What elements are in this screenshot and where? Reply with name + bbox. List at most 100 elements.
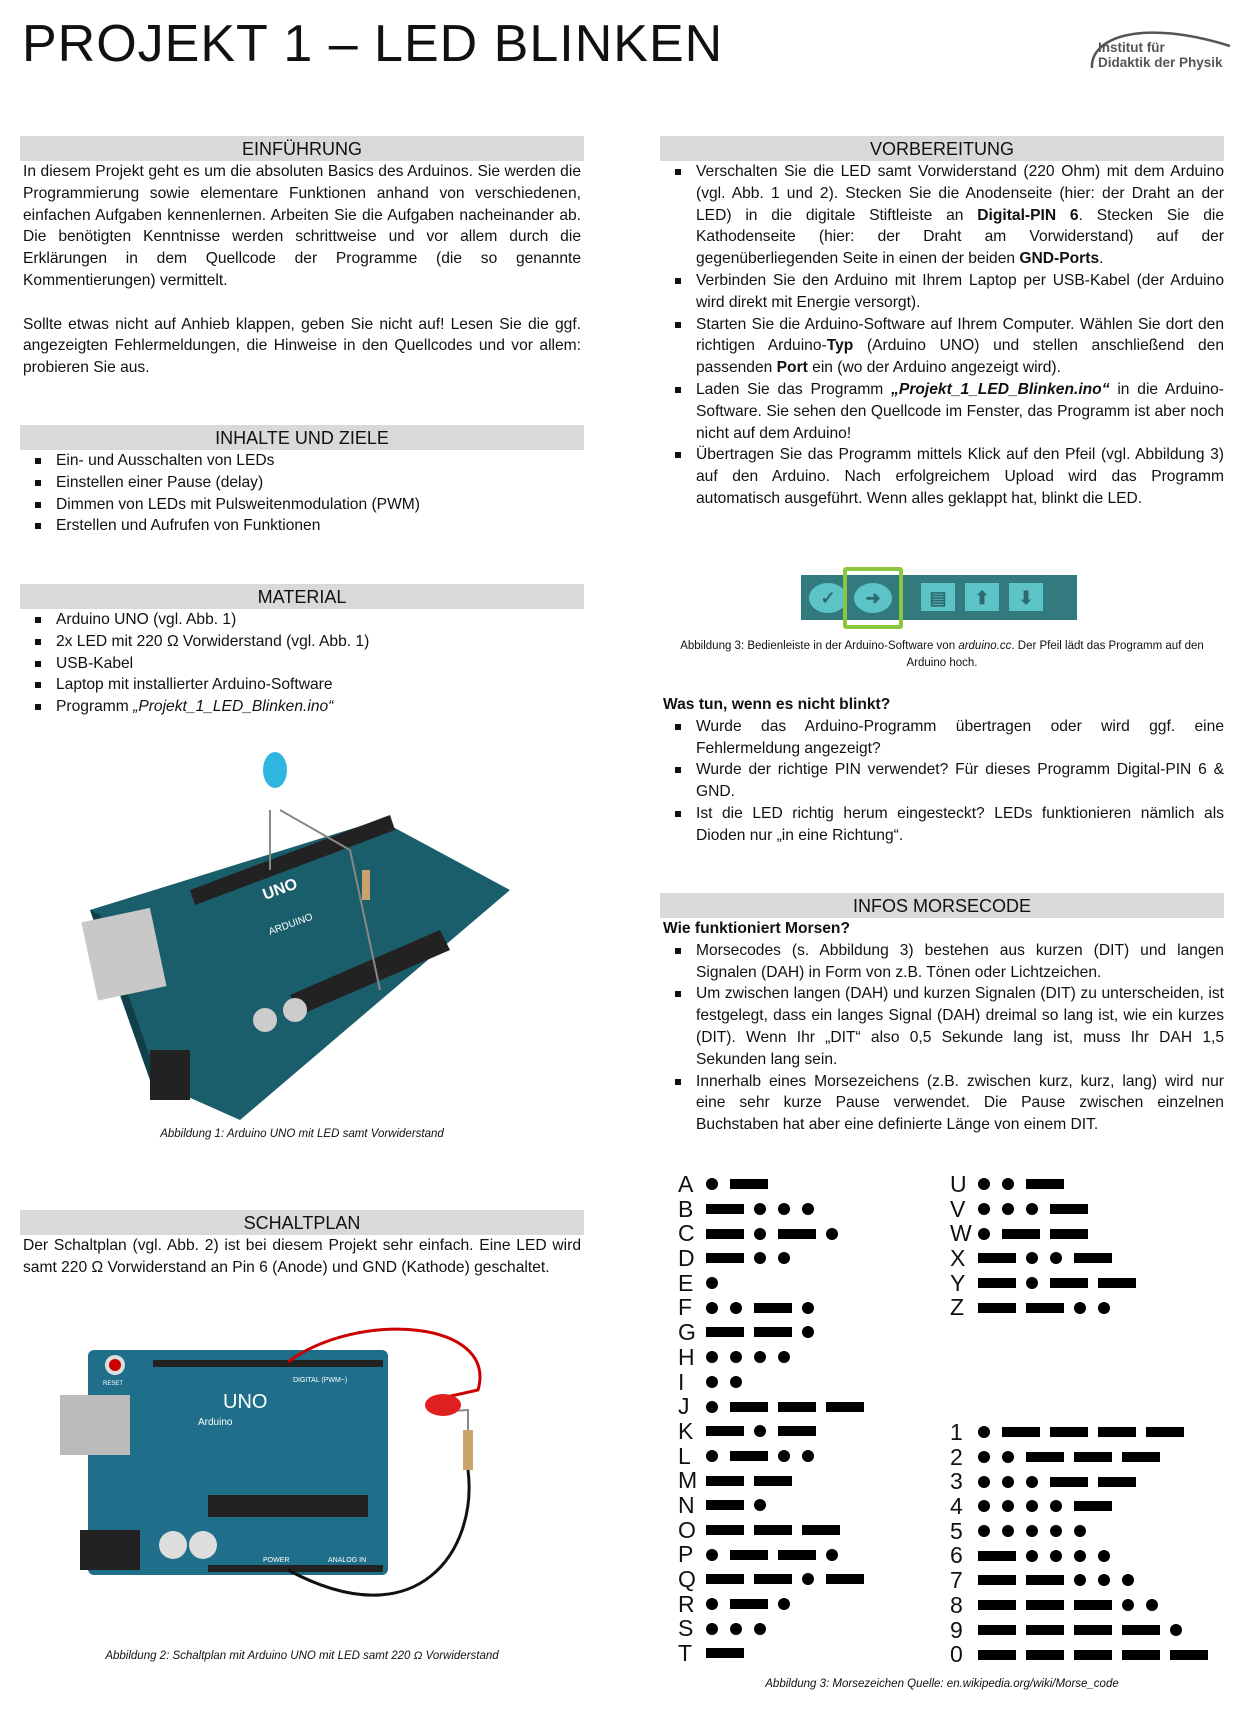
morse-character: 1: [950, 1419, 963, 1445]
figure-2-caption: Abbildung 2: Schaltplan mit Arduino UNO …: [105, 1650, 499, 1662]
morse-dah: [1050, 1228, 1088, 1239]
morse-dit: [706, 1449, 718, 1462]
morse-dit: [1002, 1525, 1014, 1538]
morse-dit: [1002, 1500, 1014, 1513]
section-troubleshooting: Was tun, wenn es nicht blinkt? Wurde das…: [660, 694, 1224, 847]
program-name: „Projekt_1_LED_Blinken.ino“: [133, 698, 334, 716]
morse-row: L: [678, 1442, 874, 1469]
morse-row: 8: [950, 1593, 1218, 1618]
morse-row: Q: [678, 1567, 874, 1592]
morse-dah: [778, 1426, 816, 1437]
morse-row: 4: [950, 1494, 1218, 1519]
list-item: Einstellen einer Pause (delay): [35, 472, 584, 494]
morse-row: 6: [950, 1543, 1218, 1568]
morse-character: G: [678, 1319, 696, 1346]
morse-row: P: [678, 1542, 874, 1567]
morse-dah: [1146, 1427, 1184, 1438]
list-item: Ist die LED richtig herum eingesteckt? L…: [675, 803, 1224, 847]
open-up-arrow-icon[interactable]: ⬆: [965, 583, 999, 611]
section-header: EINFÜHRUNG: [20, 136, 584, 161]
list-item: Innerhalb eines Morsezeichens (z.B. zwis…: [675, 1071, 1224, 1136]
section-header: MATERIAL: [20, 584, 584, 609]
morse-dit: [778, 1203, 790, 1216]
morse-character: O: [678, 1516, 696, 1543]
morse-dit: [1074, 1549, 1086, 1562]
morse-dit: [754, 1499, 766, 1512]
morse-dit: [706, 1178, 718, 1191]
upload-highlight-box: [843, 567, 903, 629]
list-item: Erstellen und Aufrufen von Funktionen: [35, 515, 584, 537]
morse-character: 2: [950, 1443, 963, 1470]
morse-dah: [754, 1475, 792, 1486]
morse-dah: [1170, 1649, 1208, 1660]
morse-character: L: [678, 1442, 691, 1469]
list-item: Ein- und Ausschalten von LEDs: [35, 450, 584, 472]
morse-row: 9: [950, 1617, 1218, 1643]
morse-dah: [1026, 1624, 1064, 1635]
morse-dit: [802, 1449, 814, 1462]
morse-character: J: [678, 1393, 690, 1420]
morse-dit: [730, 1375, 742, 1388]
morse-dah: [754, 1302, 792, 1313]
morse-dit: [1026, 1525, 1038, 1538]
morse-dah: [802, 1524, 840, 1535]
morse-dah: [706, 1524, 744, 1535]
intro-paragraph-2: Sollte etwas nicht auf Anhieb klappen, g…: [23, 315, 581, 377]
morse-dit: [1026, 1203, 1038, 1216]
logo-line1: Institut für: [1098, 40, 1165, 55]
morse-dit: [1026, 1277, 1038, 1290]
circuit-diagram: UNO Arduino DIGITAL (PWM~) POWER ANALOG …: [60, 1327, 482, 1597]
morse-character: A: [678, 1171, 694, 1197]
morse-row: A: [678, 1172, 874, 1197]
morse-dah: [706, 1228, 744, 1239]
morse-character: M: [678, 1467, 698, 1494]
morse-dah: [754, 1524, 792, 1535]
figure-3-caption: Abbildung 3: Bedienleiste in der Arduino…: [680, 640, 1204, 669]
morse-row: H: [678, 1345, 874, 1370]
morse-subtitle: Wie funktioniert Morsen?: [663, 920, 850, 937]
section-vorbereitung: VORBEREITUNG Verschalten Sie die LED sam…: [660, 136, 1224, 510]
digital-label: DIGITAL (PWM~): [293, 1377, 347, 1384]
morse-row: 2: [950, 1443, 1218, 1470]
verify-check-icon[interactable]: ✓: [809, 583, 847, 613]
morse-dah: [778, 1228, 816, 1239]
morse-character: 7: [950, 1567, 963, 1594]
save-down-arrow-icon[interactable]: ⬇: [1009, 583, 1043, 611]
morse-dit: [1074, 1525, 1086, 1538]
morse-character: F: [678, 1294, 693, 1321]
morse-dah: [1026, 1452, 1064, 1463]
morse-character: S: [678, 1615, 694, 1642]
morse-dah: [706, 1574, 744, 1585]
morse-row: T: [678, 1641, 874, 1666]
morse-dah: [706, 1327, 744, 1338]
morse-character: X: [950, 1245, 966, 1272]
list-item: Wurde das Arduino-Programm übertragen od…: [675, 716, 1224, 760]
section-inhalte: INHALTE UND ZIELE Ein- und Ausschalten v…: [20, 425, 584, 537]
logo-line2: Didaktik der Physik: [1098, 55, 1223, 70]
morse-row: N: [678, 1493, 874, 1518]
upload-arrow-icon[interactable]: ➜: [854, 583, 892, 613]
section-header: VORBEREITUNG: [660, 136, 1224, 161]
morse-dit: [706, 1375, 718, 1388]
morse-character: B: [678, 1195, 694, 1222]
morse-character: W: [950, 1220, 972, 1247]
morse-dit: [754, 1203, 766, 1216]
section-schaltplan: SCHALTPLAN Der Schaltplan (vgl. Abb. 2) …: [20, 1210, 584, 1279]
new-file-icon[interactable]: ▤: [921, 583, 955, 611]
morse-dit: [706, 1622, 718, 1635]
morse-character: K: [678, 1417, 694, 1444]
morse-row: 3: [950, 1469, 1218, 1494]
morse-character: C: [678, 1220, 695, 1247]
morse-dit: [1074, 1574, 1086, 1587]
morse-dah: [706, 1500, 744, 1511]
morse-dit: [1002, 1475, 1014, 1488]
morse-row: D: [678, 1246, 874, 1271]
morse-dah: [706, 1648, 744, 1659]
list-item: Laptop mit installierter Arduino-Softwar…: [35, 674, 584, 696]
list-item: Laden Sie das Programm „Projekt_1_LED_Bl…: [675, 379, 1224, 444]
morse-dah: [1074, 1649, 1112, 1660]
morse-dah: [1122, 1452, 1160, 1463]
morse-row: J: [678, 1394, 874, 1419]
morse-row: S: [678, 1616, 874, 1641]
